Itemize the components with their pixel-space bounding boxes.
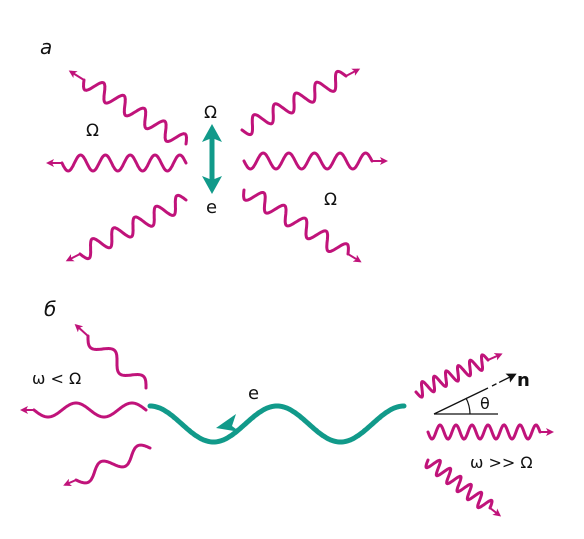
omega-label-upper-left: Ω xyxy=(86,121,99,141)
wave-b-high-lower-arrow xyxy=(489,507,502,517)
low-frequency-label: ω < Ω xyxy=(32,369,81,388)
wave-upper-right xyxy=(240,69,348,137)
electron-label-b: e xyxy=(248,383,259,404)
omega-label-top: Ω xyxy=(204,103,217,123)
wave-b-high-lower xyxy=(424,458,494,510)
high-frequency-label: ω >> Ω xyxy=(470,453,533,472)
panel-a-label: а xyxy=(40,35,52,59)
wave-b-high-upper xyxy=(414,353,490,399)
direction-vector xyxy=(433,373,517,415)
panel-b-label: б xyxy=(44,297,56,321)
dipole-oscillation-arrow xyxy=(202,124,222,194)
wave-upper-left-arrow xyxy=(68,70,85,81)
electron-label-a: e xyxy=(206,197,217,218)
panel-a-waves xyxy=(46,68,388,263)
wave-right xyxy=(242,151,374,171)
electron-direction-arrow xyxy=(216,414,240,432)
wave-b-low-upper-arrow xyxy=(74,323,89,337)
electron-trajectory xyxy=(147,403,407,445)
wave-b-low-lower xyxy=(74,443,152,485)
panel-b-waves xyxy=(20,323,554,517)
wave-lower-left-arrow xyxy=(65,253,81,262)
wave-upper-right-arrow xyxy=(345,68,361,77)
wave-upper-left xyxy=(81,78,189,146)
wave-b-low-upper xyxy=(86,334,148,390)
wave-b-low-lower-arrow xyxy=(63,478,77,487)
omega-label-right: Ω xyxy=(324,190,337,210)
wave-lower-right xyxy=(242,188,350,256)
wave-b-high-upper-arrow xyxy=(487,353,503,361)
wave-lower-left xyxy=(78,193,188,261)
wave-b-high-middle xyxy=(426,423,542,441)
wave-left xyxy=(60,153,188,173)
angle-theta-label: θ xyxy=(480,394,490,413)
wave-b-low-left xyxy=(32,401,148,419)
direction-n-label: n xyxy=(517,370,530,391)
wave-lower-right-arrow xyxy=(347,253,362,263)
